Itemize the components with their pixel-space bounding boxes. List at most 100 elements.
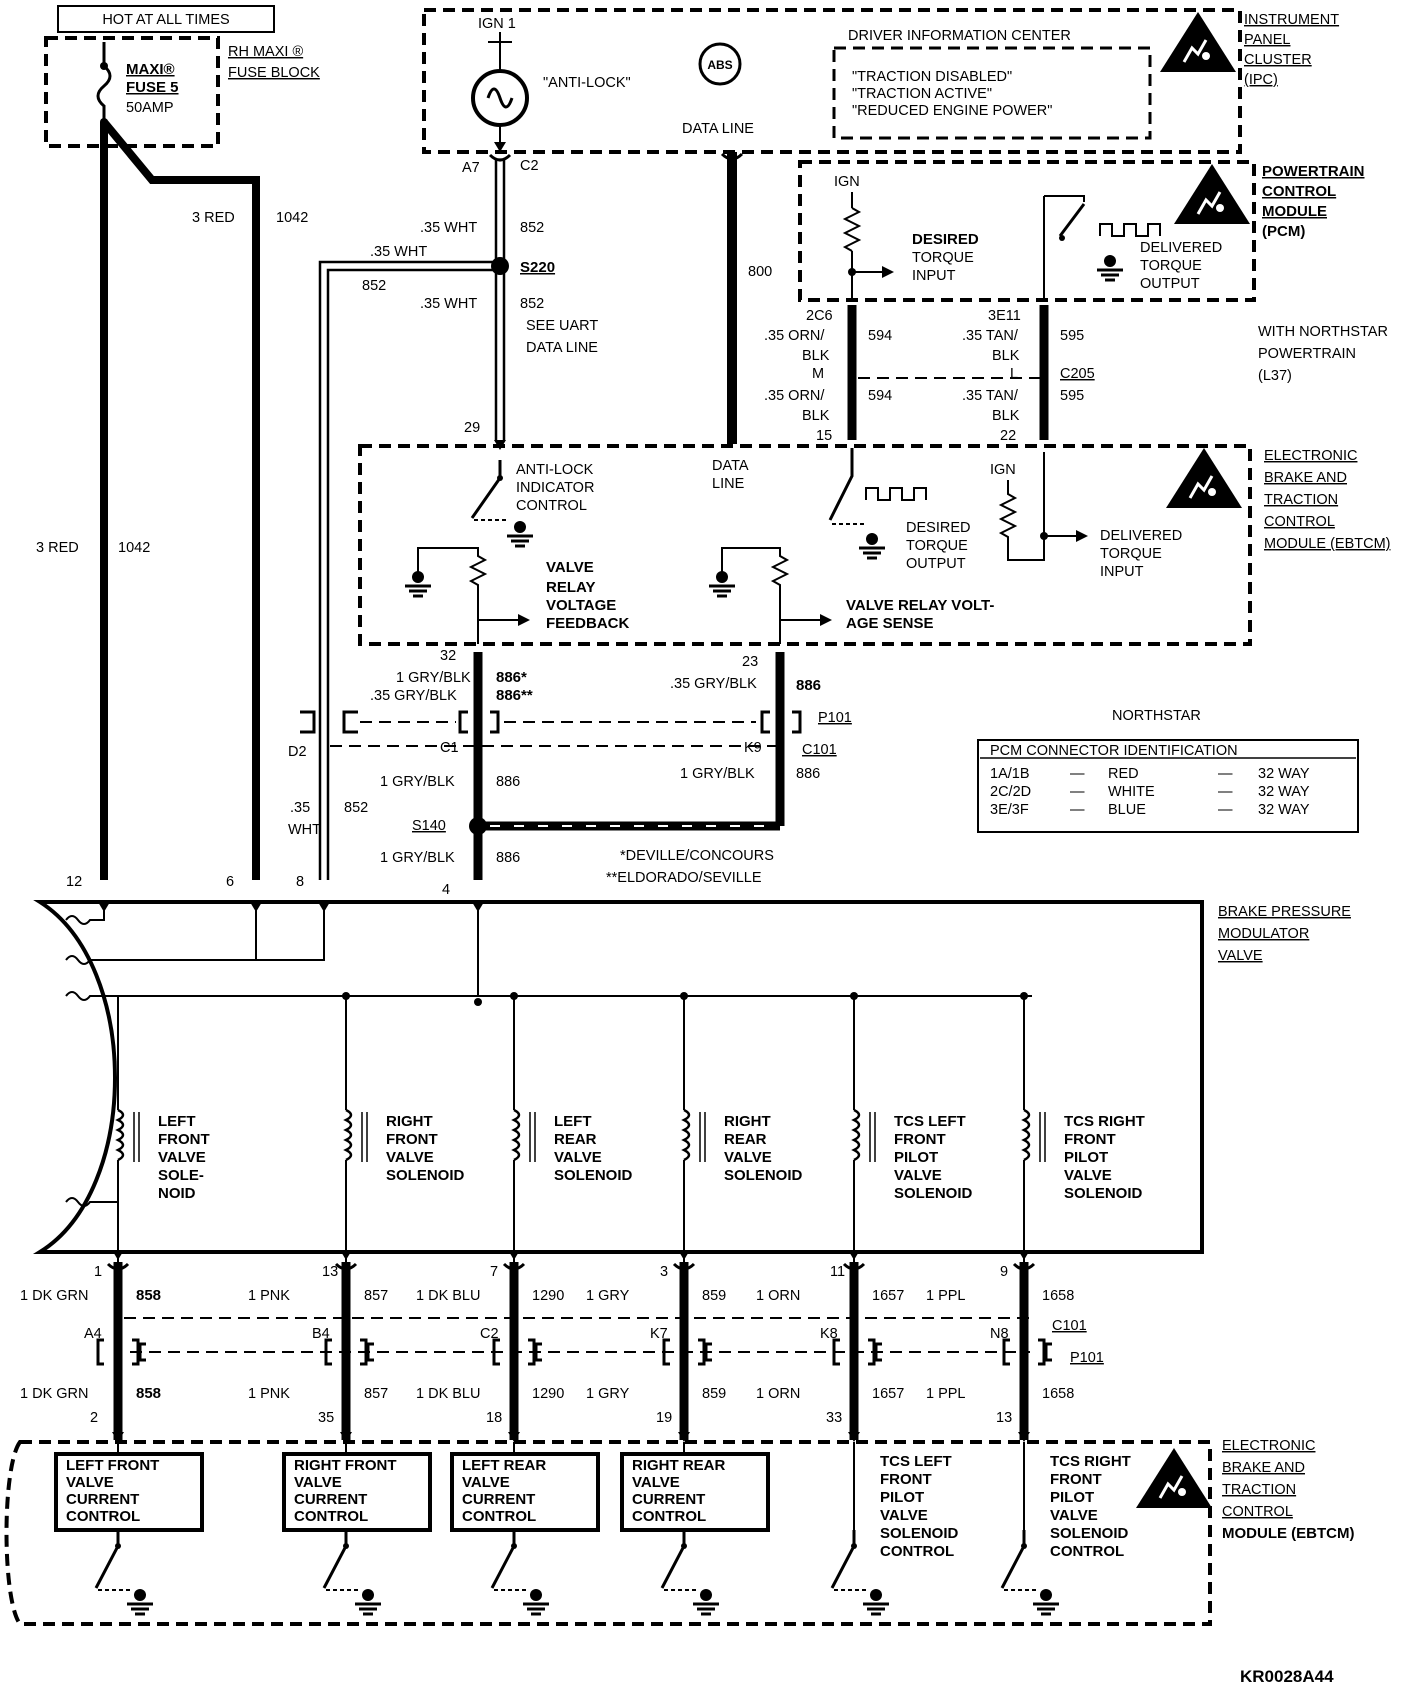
control-label-4-3: VALVE xyxy=(880,1507,928,1524)
bottom-wire-label-0-0: 1 xyxy=(94,1264,102,1280)
with-northstar-2: POWERTRAIN xyxy=(1258,346,1356,362)
solenoid-label-0-2: VALVE xyxy=(158,1149,206,1166)
solenoid-label-0-0: LEFT xyxy=(158,1113,196,1130)
ebtcm-delivered-3: INPUT xyxy=(1100,564,1144,580)
solenoid-label-1-2: VALVE xyxy=(386,1149,434,1166)
solenoid-label-2-3: SOLENOID xyxy=(554,1167,633,1184)
wire-595-a: 595 xyxy=(1060,328,1084,344)
pin-15: 15 xyxy=(816,428,832,444)
p101-top: P101 xyxy=(818,710,852,726)
bottom-wire-label-0-4: 1 DK GRN xyxy=(20,1386,89,1402)
bottom-wire-label-4-4: 1 ORN xyxy=(756,1386,800,1402)
ebtcm-bottom-box xyxy=(4,1440,1212,1626)
ebtcm-bottom-title-4: CONTROL xyxy=(1222,1504,1293,1520)
solenoid-label-0-4: NOID xyxy=(158,1185,196,1202)
pcm-table-ways-0: 32 WAY xyxy=(1258,766,1310,782)
connector-p101-c101-top xyxy=(300,710,802,747)
pcm-connector-table xyxy=(977,739,1359,833)
ipc-title-4: (IPC) xyxy=(1244,72,1278,88)
abs-indicator-icon xyxy=(698,42,742,86)
fuse-amp-label: 50AMP xyxy=(126,100,174,116)
s220-label: S220 xyxy=(520,259,555,276)
solenoid-label-3-3: SOLENOID xyxy=(724,1167,803,1184)
control-label-3-0: RIGHT REAR xyxy=(632,1457,726,1474)
wire-886e: 886 xyxy=(796,766,820,782)
solenoid-label-5-2: PILOT xyxy=(1064,1149,1108,1166)
bottom-wire-label-2-4: 1 DK BLU xyxy=(416,1386,480,1402)
with-northstar-1: WITH NORTHSTAR xyxy=(1258,324,1388,340)
solenoid-group: LEFTFRONTVALVESOLE-NOIDRIGHTFRONTVALVESO… xyxy=(65,992,1145,1262)
pcm-desired-3: INPUT xyxy=(912,268,956,284)
pcm-table-dash-0a: — xyxy=(1070,766,1085,782)
solenoid-label-4-3: VALVE xyxy=(894,1167,942,1184)
wire-852: 852 xyxy=(520,220,544,236)
bottom-wire-label-3-4: 1 GRY xyxy=(586,1386,630,1402)
solenoid-label-2-1: REAR xyxy=(554,1131,597,1148)
pcm-desired-1: DESIRED xyxy=(912,231,979,248)
bottom-wire-label-0-2: 858 xyxy=(136,1287,161,1304)
bottom-wire-label-1-2: 857 xyxy=(364,1288,388,1304)
solenoid-label-0-1: FRONT xyxy=(158,1131,210,1148)
pcm-desired-2: TORQUE xyxy=(912,250,974,266)
conn-m: M xyxy=(812,366,824,382)
pin-32: 32 xyxy=(440,648,456,664)
figure-code: KR0028A44 xyxy=(1240,1667,1334,1686)
bottom-wire-label-5-1: 1 PPL xyxy=(926,1288,966,1304)
control-label-0-0: LEFT FRONT xyxy=(66,1457,159,1474)
control-label-4-4: SOLENOID xyxy=(880,1525,959,1542)
pin-4: 4 xyxy=(442,882,450,898)
fuse-5-label: FUSE 5 xyxy=(126,79,179,96)
maxi-fuse-label: MAXI® xyxy=(126,61,175,78)
ebtcm-bottom-title-3: TRACTION xyxy=(1222,1482,1296,1498)
wire-1042-right xyxy=(100,119,260,880)
bottom-wire-label-3-3: K7 xyxy=(650,1326,668,1342)
solenoid-label-4-1: FRONT xyxy=(894,1131,946,1148)
ebtcm-data-2: LINE xyxy=(712,476,745,492)
hot-at-all-times-label: HOT AT ALL TIMES xyxy=(102,12,229,28)
control-label-2-0: LEFT REAR xyxy=(462,1457,546,1474)
bottom-wire-label-5-5: 1658 xyxy=(1042,1386,1074,1402)
conn-l: L xyxy=(1010,366,1018,382)
control-label-4-2: PILOT xyxy=(880,1489,924,1506)
control-label-0-2: CURRENT xyxy=(66,1491,139,1508)
bottom-wire-label-5-6: 13 xyxy=(996,1410,1012,1426)
solenoid-label-1-1: FRONT xyxy=(386,1131,438,1148)
control-label-5-5: CONTROL xyxy=(1050,1543,1124,1560)
bottom-wire-label-0-5: 858 xyxy=(136,1385,161,1402)
control-label-0-1: VALVE xyxy=(66,1474,114,1491)
control-label-1-1: VALVE xyxy=(294,1474,342,1491)
wire-595-b: 595 xyxy=(1060,388,1084,404)
bottom-wire-label-1-4: 1 PNK xyxy=(248,1386,290,1402)
feedback-3: VOLTAGE xyxy=(546,597,616,614)
feedback-1: VALVE xyxy=(546,559,594,576)
pcm-module-box xyxy=(798,160,1256,302)
solenoid-label-2-0: LEFT xyxy=(554,1113,592,1130)
pin-22: 22 xyxy=(1000,428,1016,444)
bottom-wire-label-1-3: B4 xyxy=(312,1326,330,1342)
control-label-5-3: VALVE xyxy=(1050,1507,1098,1524)
bottom-wire-label-4-6: 33 xyxy=(826,1410,842,1426)
control-label-5-0: TCS RIGHT xyxy=(1050,1453,1131,1470)
bottom-wire-label-5-4: 1 PPL xyxy=(926,1386,966,1402)
control-label-2-3: CONTROL xyxy=(462,1508,536,1525)
bottom-wire-label-4-0: 11 xyxy=(830,1264,845,1280)
wire-886b-size: .35 GRY/BLK xyxy=(370,688,457,704)
wire-852-branch xyxy=(318,260,496,880)
ebtcm-bottom-title-1: ELECTRONIC xyxy=(1222,1438,1315,1454)
bottom-wire-label-2-5: 1290 xyxy=(532,1386,564,1402)
solenoid-label-4-0: TCS LEFT xyxy=(894,1113,966,1130)
conn-c205: C205 xyxy=(1060,366,1095,382)
pcm-table-dash-1a: — xyxy=(1070,784,1085,800)
modulator-title-2: MODULATOR xyxy=(1218,926,1309,942)
pcm-table-dash-2a: — xyxy=(1070,802,1085,818)
wire-852-lower-size: .35 WHT xyxy=(420,296,477,312)
ipc-module-box xyxy=(422,8,1242,154)
control-label-3-3: CONTROL xyxy=(632,1508,706,1525)
